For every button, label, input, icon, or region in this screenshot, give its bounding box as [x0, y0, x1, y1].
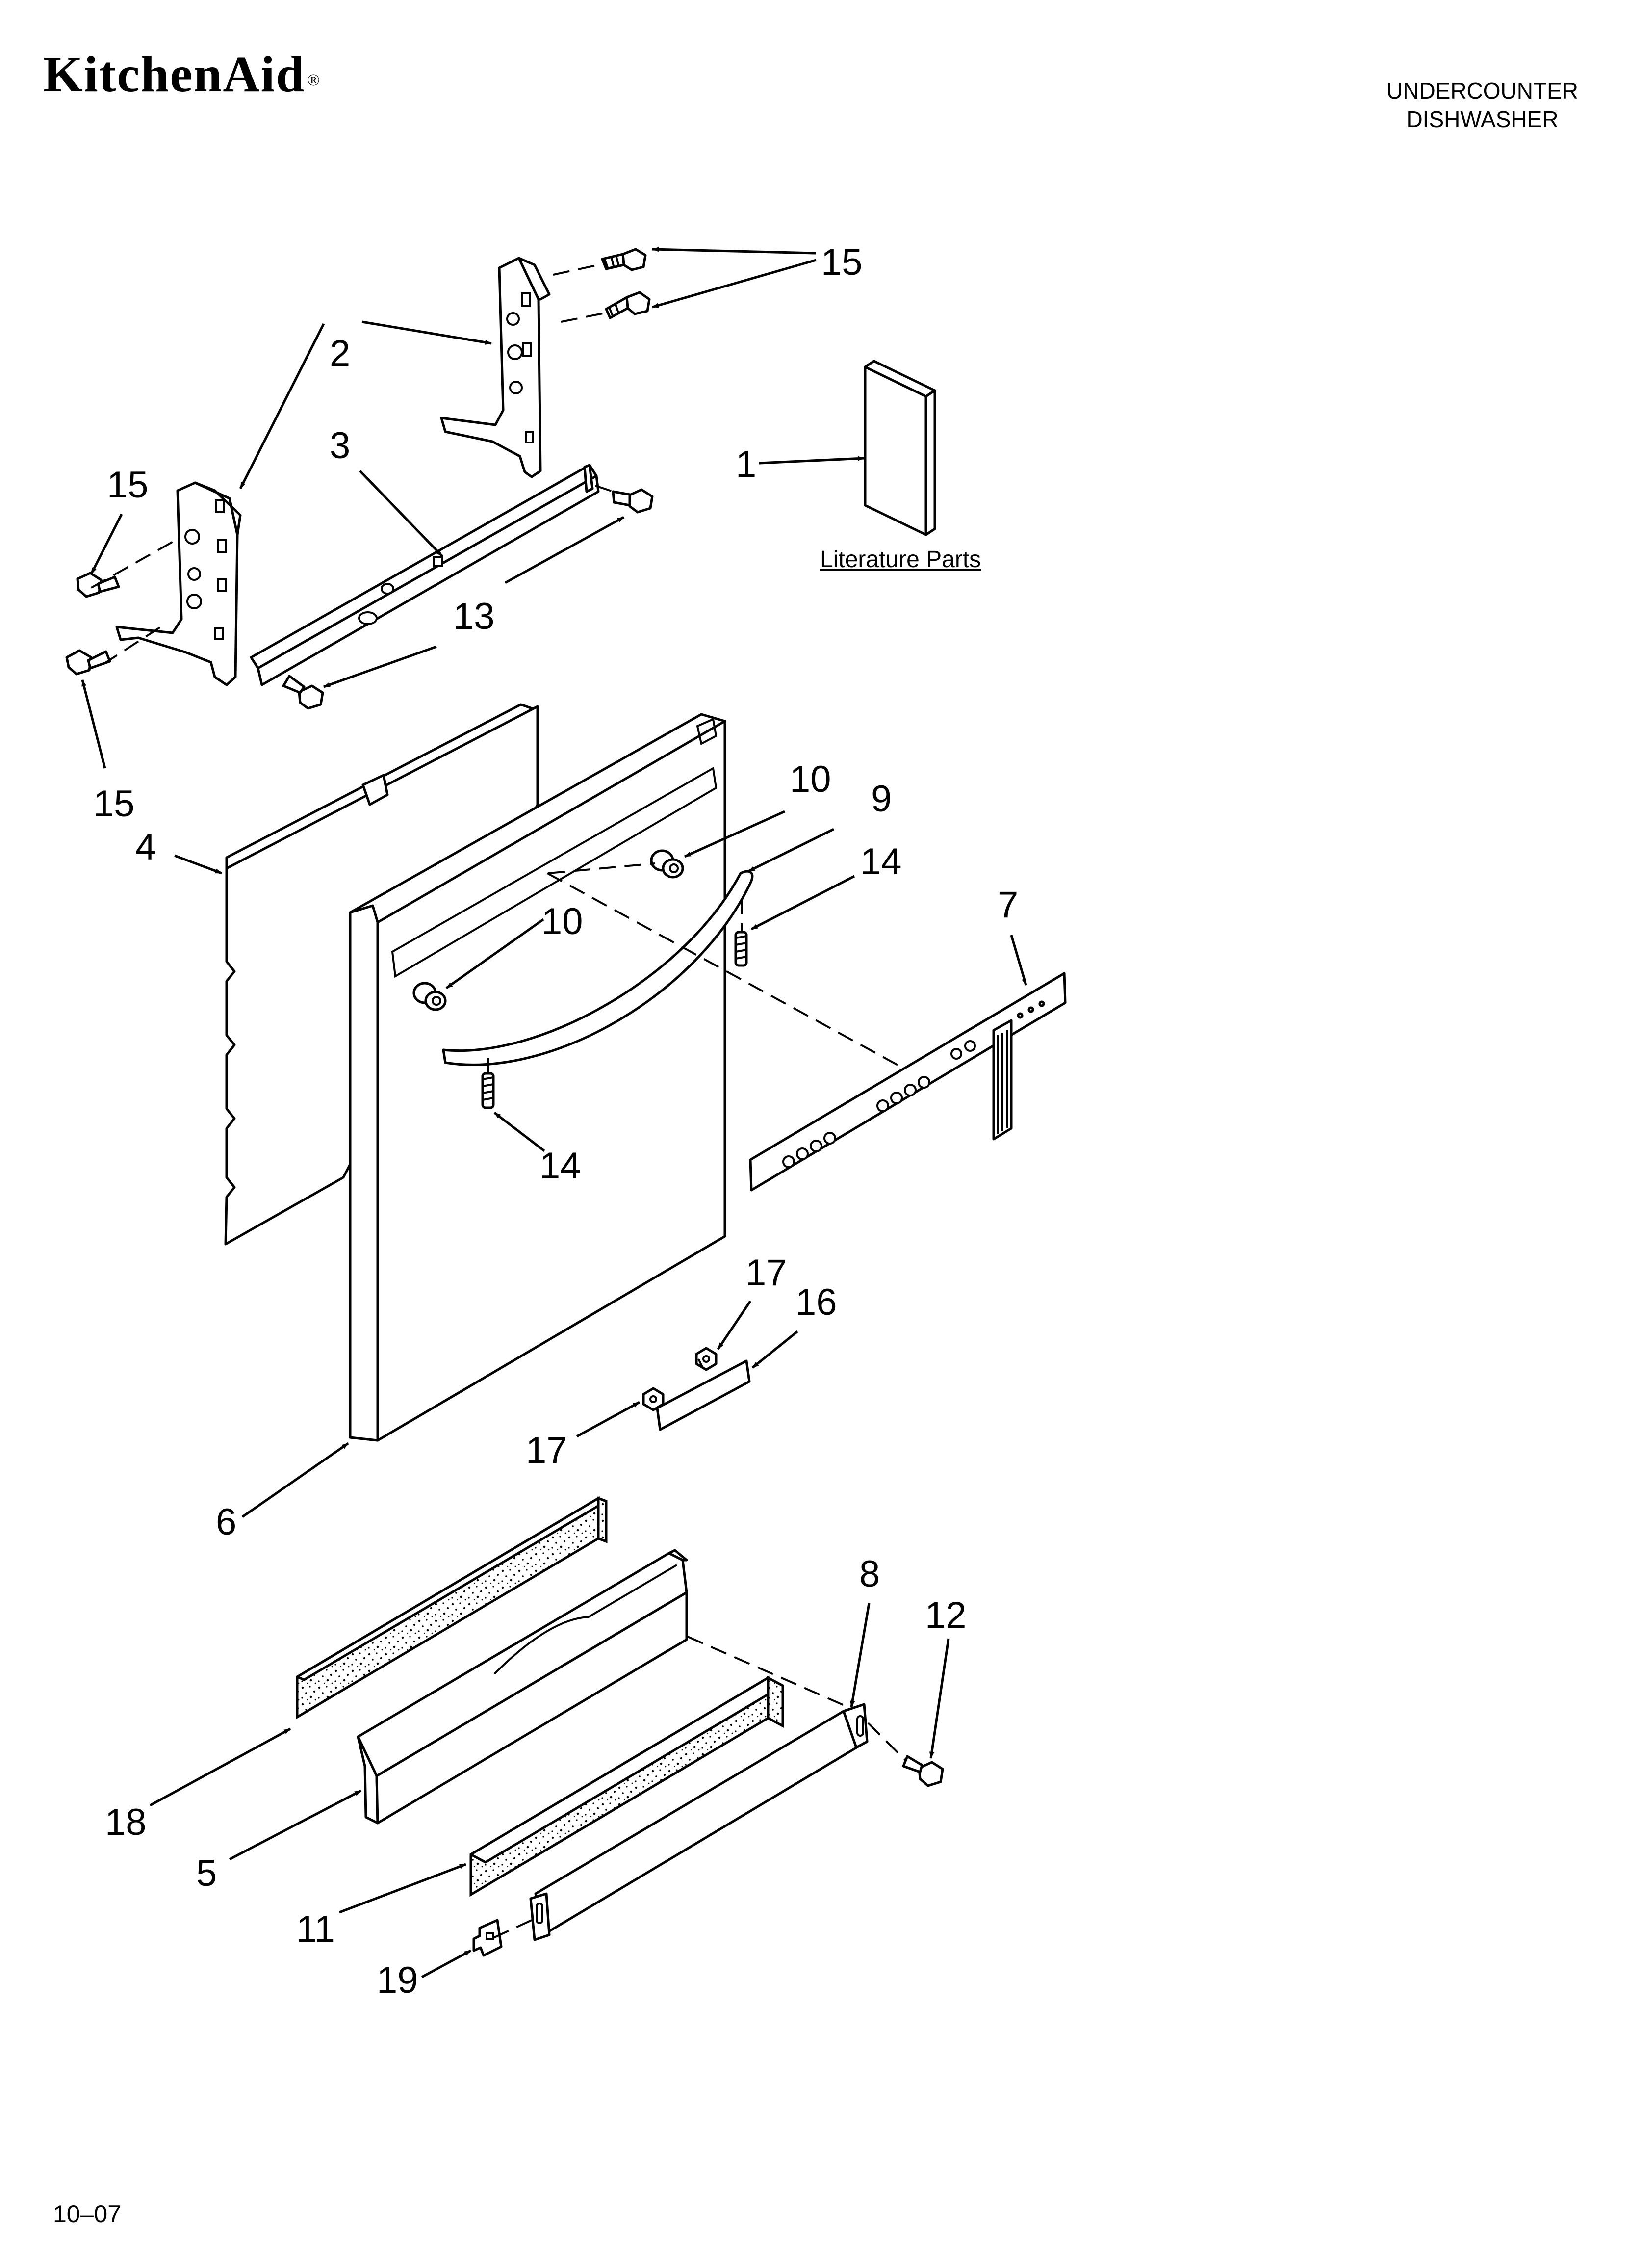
callout-labels: 1 Literature Parts 2 3 15 15 15 13 4 10 …	[93, 241, 1018, 2001]
control-panel-overlay	[749, 972, 1067, 1192]
callout-9: 9	[871, 778, 892, 820]
callout-12: 12	[925, 1594, 967, 1636]
callout-11: 11	[296, 1908, 335, 1950]
callout-8: 8	[859, 1553, 880, 1595]
callout-13: 13	[453, 596, 495, 637]
access-panel-strip	[250, 464, 600, 686]
callout-1: 1	[736, 443, 756, 485]
screw-12	[902, 1755, 944, 1787]
callout-14-lower: 14	[539, 1145, 581, 1187]
alignment-lines	[91, 262, 907, 1939]
literature-parts-booklet	[864, 360, 936, 536]
callout-10-upper: 10	[790, 758, 831, 800]
mounting-bracket-right	[440, 257, 551, 478]
registered-mark: ®	[307, 71, 321, 89]
brand-name: KitchenAid	[43, 46, 306, 103]
screw-15-left-1	[76, 572, 120, 598]
revision-code: 10–07	[53, 2200, 122, 2228]
callout-15-left: 15	[107, 464, 149, 506]
mounting-bracket-left	[115, 481, 242, 686]
callout-15-top: 15	[821, 241, 863, 283]
callout-16: 16	[795, 1281, 837, 1323]
callout-7: 7	[998, 884, 1018, 926]
insulation-strip-lower	[469, 1675, 784, 1897]
callout-19: 19	[377, 1959, 418, 2001]
outer-door-panel	[349, 713, 726, 1442]
stud-upper	[734, 931, 748, 967]
nameplate-badge	[656, 1359, 751, 1431]
callout-4: 4	[135, 826, 156, 868]
toe-kick-clip	[472, 1919, 503, 1957]
screw-13-left	[282, 675, 324, 710]
callout-2: 2	[330, 333, 350, 374]
callout-18: 18	[105, 1801, 147, 1843]
document-type: UNDERCOUNTER DISHWASHER	[1386, 77, 1578, 133]
toe-panel-bracket	[357, 1549, 688, 1825]
doc-type-line-1: UNDERCOUNTER	[1386, 78, 1578, 104]
callout-5: 5	[196, 1852, 217, 1894]
handle-spacer-right	[650, 849, 684, 879]
literature-parts-label: Literature Parts	[820, 547, 981, 573]
callout-15-bottom: 15	[93, 783, 135, 825]
stud-lower	[481, 1072, 495, 1109]
doc-type-line-2: DISHWASHER	[1406, 106, 1559, 132]
screw-13-right	[612, 488, 654, 514]
screw-15-left-2	[65, 649, 111, 676]
callout-6: 6	[216, 1501, 236, 1543]
callout-17-lower: 17	[526, 1430, 567, 1471]
callout-14-upper: 14	[860, 841, 902, 883]
callout-3: 3	[330, 425, 350, 467]
handle-spacer-left	[412, 982, 447, 1011]
screw-15-top-1	[601, 248, 647, 271]
brand-logo: KitchenAid®	[43, 49, 321, 100]
screws	[65, 248, 944, 1787]
nut-lower	[642, 1387, 665, 1411]
toe-kick-panel	[529, 1703, 869, 1941]
screw-15-top-2	[605, 291, 651, 319]
door-handle	[442, 870, 754, 1066]
callout-10-lower: 10	[541, 901, 583, 942]
insulation-strip-upper	[296, 1496, 608, 1720]
callout-leaders	[81, 247, 1027, 1979]
callout-17-upper: 17	[745, 1252, 787, 1294]
